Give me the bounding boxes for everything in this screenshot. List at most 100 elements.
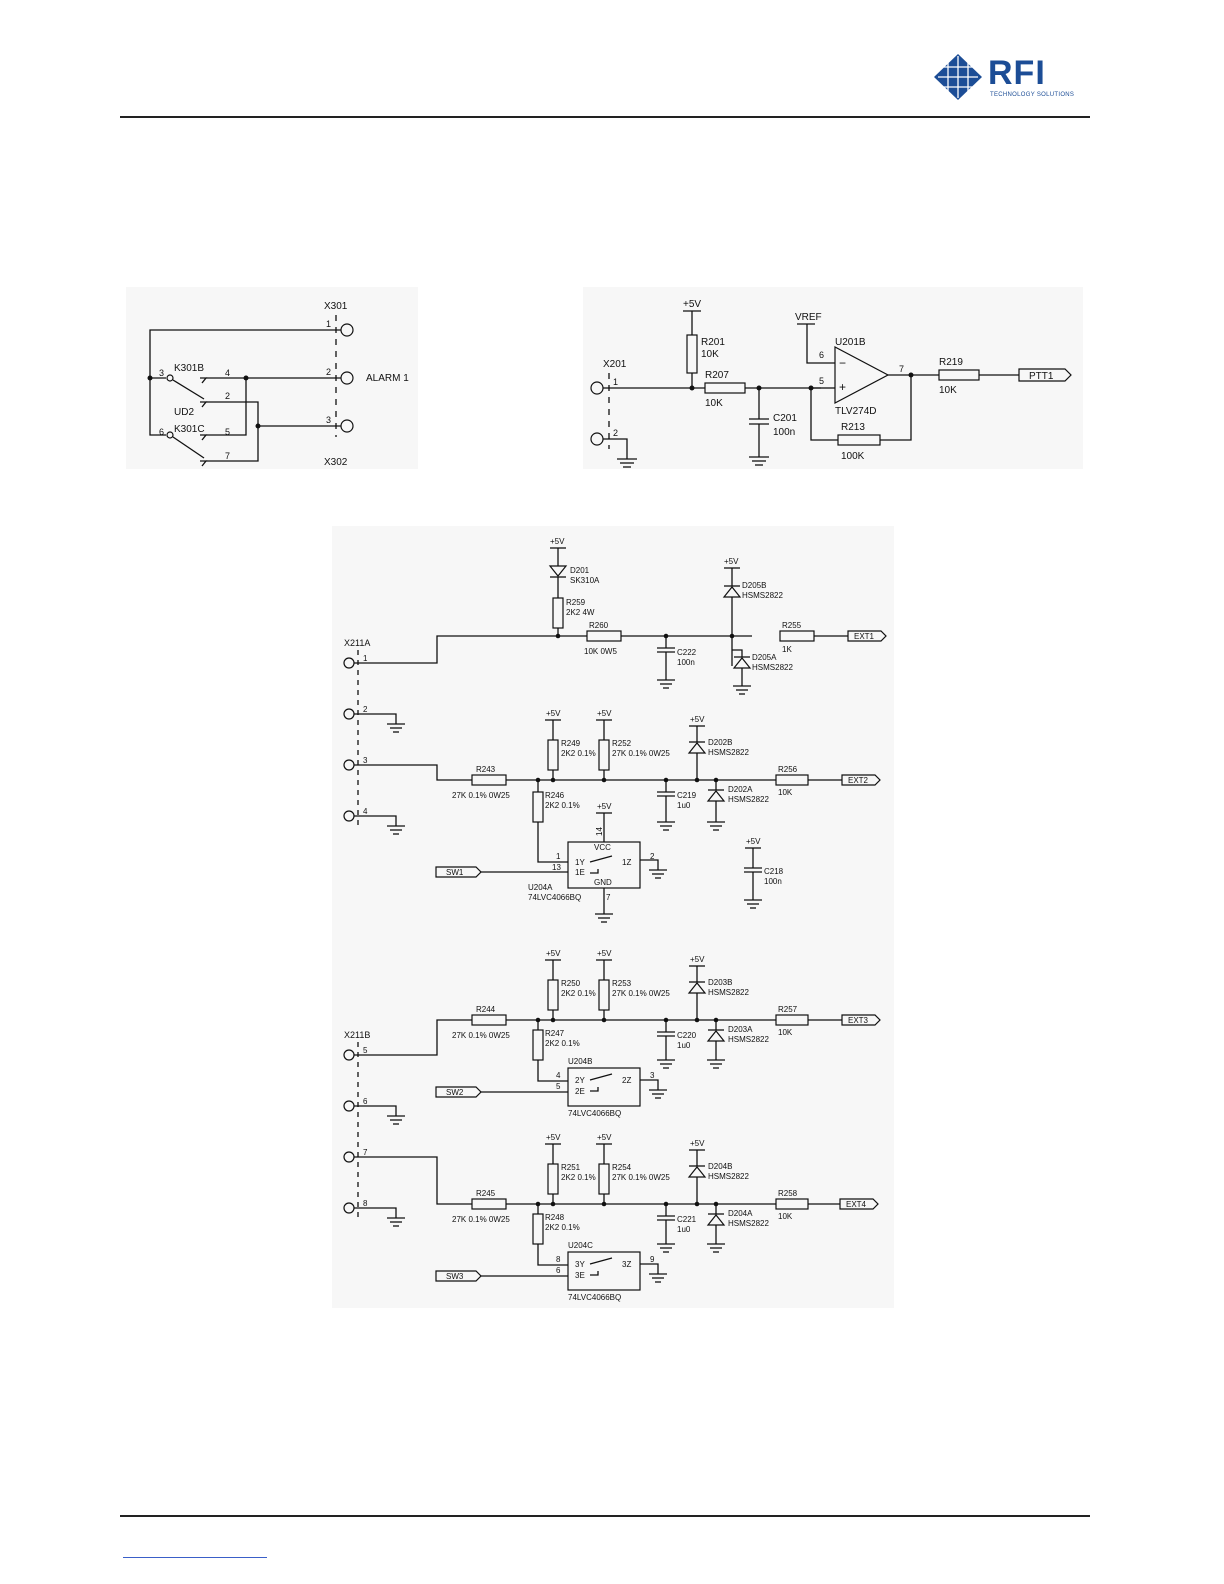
r252-label: R252 <box>612 739 632 748</box>
relay-pin-4: 4 <box>225 368 230 378</box>
ground-icon <box>706 1243 726 1253</box>
ext1-port <box>847 630 887 642</box>
wire <box>640 1263 659 1274</box>
wire-nc <box>206 401 259 462</box>
wire-ext2-input <box>354 764 472 781</box>
wire <box>806 324 835 364</box>
r219-label: R219 <box>939 357 963 368</box>
wire <box>640 859 659 870</box>
conn-pin-1: 1 <box>363 654 368 663</box>
junction <box>713 1017 719 1023</box>
junction <box>694 1017 700 1023</box>
d203b-plus5v: +5V <box>690 955 705 964</box>
k301b-arm <box>172 379 205 400</box>
conn-pin-3: 3 <box>363 756 368 765</box>
wire-ext4-input <box>354 1156 472 1205</box>
d203b-diode-icon <box>687 982 707 994</box>
r250-label: R250 <box>561 979 581 988</box>
c218-plus5v: +5V <box>746 837 761 846</box>
opamp-pin-6: 6 <box>819 350 824 360</box>
vref-label: VREF <box>795 312 822 323</box>
d204a-label: D204A <box>728 1209 753 1218</box>
r246-value: 2K2 0.1% <box>545 801 580 810</box>
u204a-label: U204A <box>528 883 553 892</box>
x201-pin-1-terminal <box>590 381 604 395</box>
x211a-pin-3-terminal <box>343 759 355 771</box>
u204c-z: 3Z <box>622 1260 631 1269</box>
r260-resistor <box>586 630 622 642</box>
x201-pin-2-terminal <box>590 432 604 446</box>
junction <box>255 423 261 429</box>
junction <box>808 385 814 391</box>
opamp-plus: + <box>839 380 846 394</box>
switch-enable <box>590 869 599 874</box>
junction <box>550 1201 556 1207</box>
r259-resistor <box>552 597 564 629</box>
wire-ext3-input <box>354 1019 472 1056</box>
ground-icon <box>386 1217 406 1227</box>
r248-label: R248 <box>545 1213 565 1222</box>
junction <box>601 1201 607 1207</box>
u204a-y: 1Y <box>575 858 585 867</box>
ground-icon <box>386 723 406 733</box>
switch-enable <box>590 1271 599 1276</box>
conn-pin-5: 5 <box>363 1046 368 1055</box>
junction <box>555 633 561 639</box>
k301c-nc-contact <box>200 460 208 467</box>
k301b-label: K301B <box>174 363 204 374</box>
relay-pin-2: 2 <box>225 391 230 401</box>
d203a-type: HSMS2822 <box>728 1035 769 1044</box>
d205b-plus5v: +5V <box>724 557 739 566</box>
wire <box>732 649 743 657</box>
r252-value: 27K 0.1% 0W25 <box>612 749 670 758</box>
x302-label: X302 <box>324 457 348 468</box>
u204b-e: 2E <box>575 1087 585 1096</box>
d203a-label: D203A <box>728 1025 753 1034</box>
ext4-label: EXT4 <box>846 1200 867 1209</box>
switch-contact <box>589 855 613 863</box>
r219-resistor <box>938 369 980 381</box>
ptt1-label: PTT1 <box>1029 371 1054 382</box>
u204b-pin-y: 4 <box>556 1071 561 1080</box>
r207-label: R207 <box>705 370 729 381</box>
r213-value: 100K <box>841 451 865 462</box>
r250-resistor <box>547 979 559 1011</box>
c218-label: C218 <box>764 867 784 876</box>
r257-value: 10K <box>778 1028 793 1037</box>
r219-value: 10K <box>939 385 957 396</box>
x301-pin-1-terminal <box>340 323 354 337</box>
r252-resistor <box>598 739 610 771</box>
sk310a-label: SK310A <box>570 576 600 585</box>
logo-subtext: TECHNOLOGY SOLUTIONS <box>990 92 1075 98</box>
junction <box>713 1201 719 1207</box>
k301b-nc-contact <box>200 401 208 408</box>
r254-label: R254 <box>612 1163 632 1172</box>
relay-pin-5: 5 <box>225 427 230 437</box>
u204b-y: 2Y <box>575 1076 585 1085</box>
c218-value: 100n <box>764 877 782 886</box>
r251-plus5v: +5V <box>546 1133 561 1142</box>
d202a-type: HSMS2822 <box>728 795 769 804</box>
u204c-pin-e: 6 <box>556 1266 561 1275</box>
r248-resistor <box>532 1213 544 1245</box>
wire-pin1 <box>149 329 341 379</box>
c222-label: C222 <box>677 648 697 657</box>
c220-value: 1u0 <box>677 1041 691 1050</box>
d204b-type: HSMS2822 <box>708 1172 749 1181</box>
u204a-type: 74LVC4066BQ <box>528 893 581 902</box>
d205b-diode-icon <box>722 586 742 598</box>
k301b-no-contact <box>200 377 208 384</box>
r207-resistor <box>704 382 746 394</box>
r255-value: 1K <box>782 645 792 654</box>
r244-value: 27K 0.1% 0W25 <box>452 1031 510 1040</box>
x211b-pin-7-terminal <box>343 1151 355 1163</box>
ground-icon <box>743 899 763 909</box>
footer-link-underline[interactable] <box>123 1557 267 1558</box>
junction <box>147 375 153 381</box>
wire <box>354 1105 397 1116</box>
u204b-label: U204B <box>568 1057 592 1066</box>
u204c-pin-z: 9 <box>650 1255 655 1264</box>
r213-resistor <box>837 434 881 446</box>
c221-value: 1u0 <box>677 1225 691 1234</box>
r259-value: 2K2 4W <box>566 608 595 617</box>
